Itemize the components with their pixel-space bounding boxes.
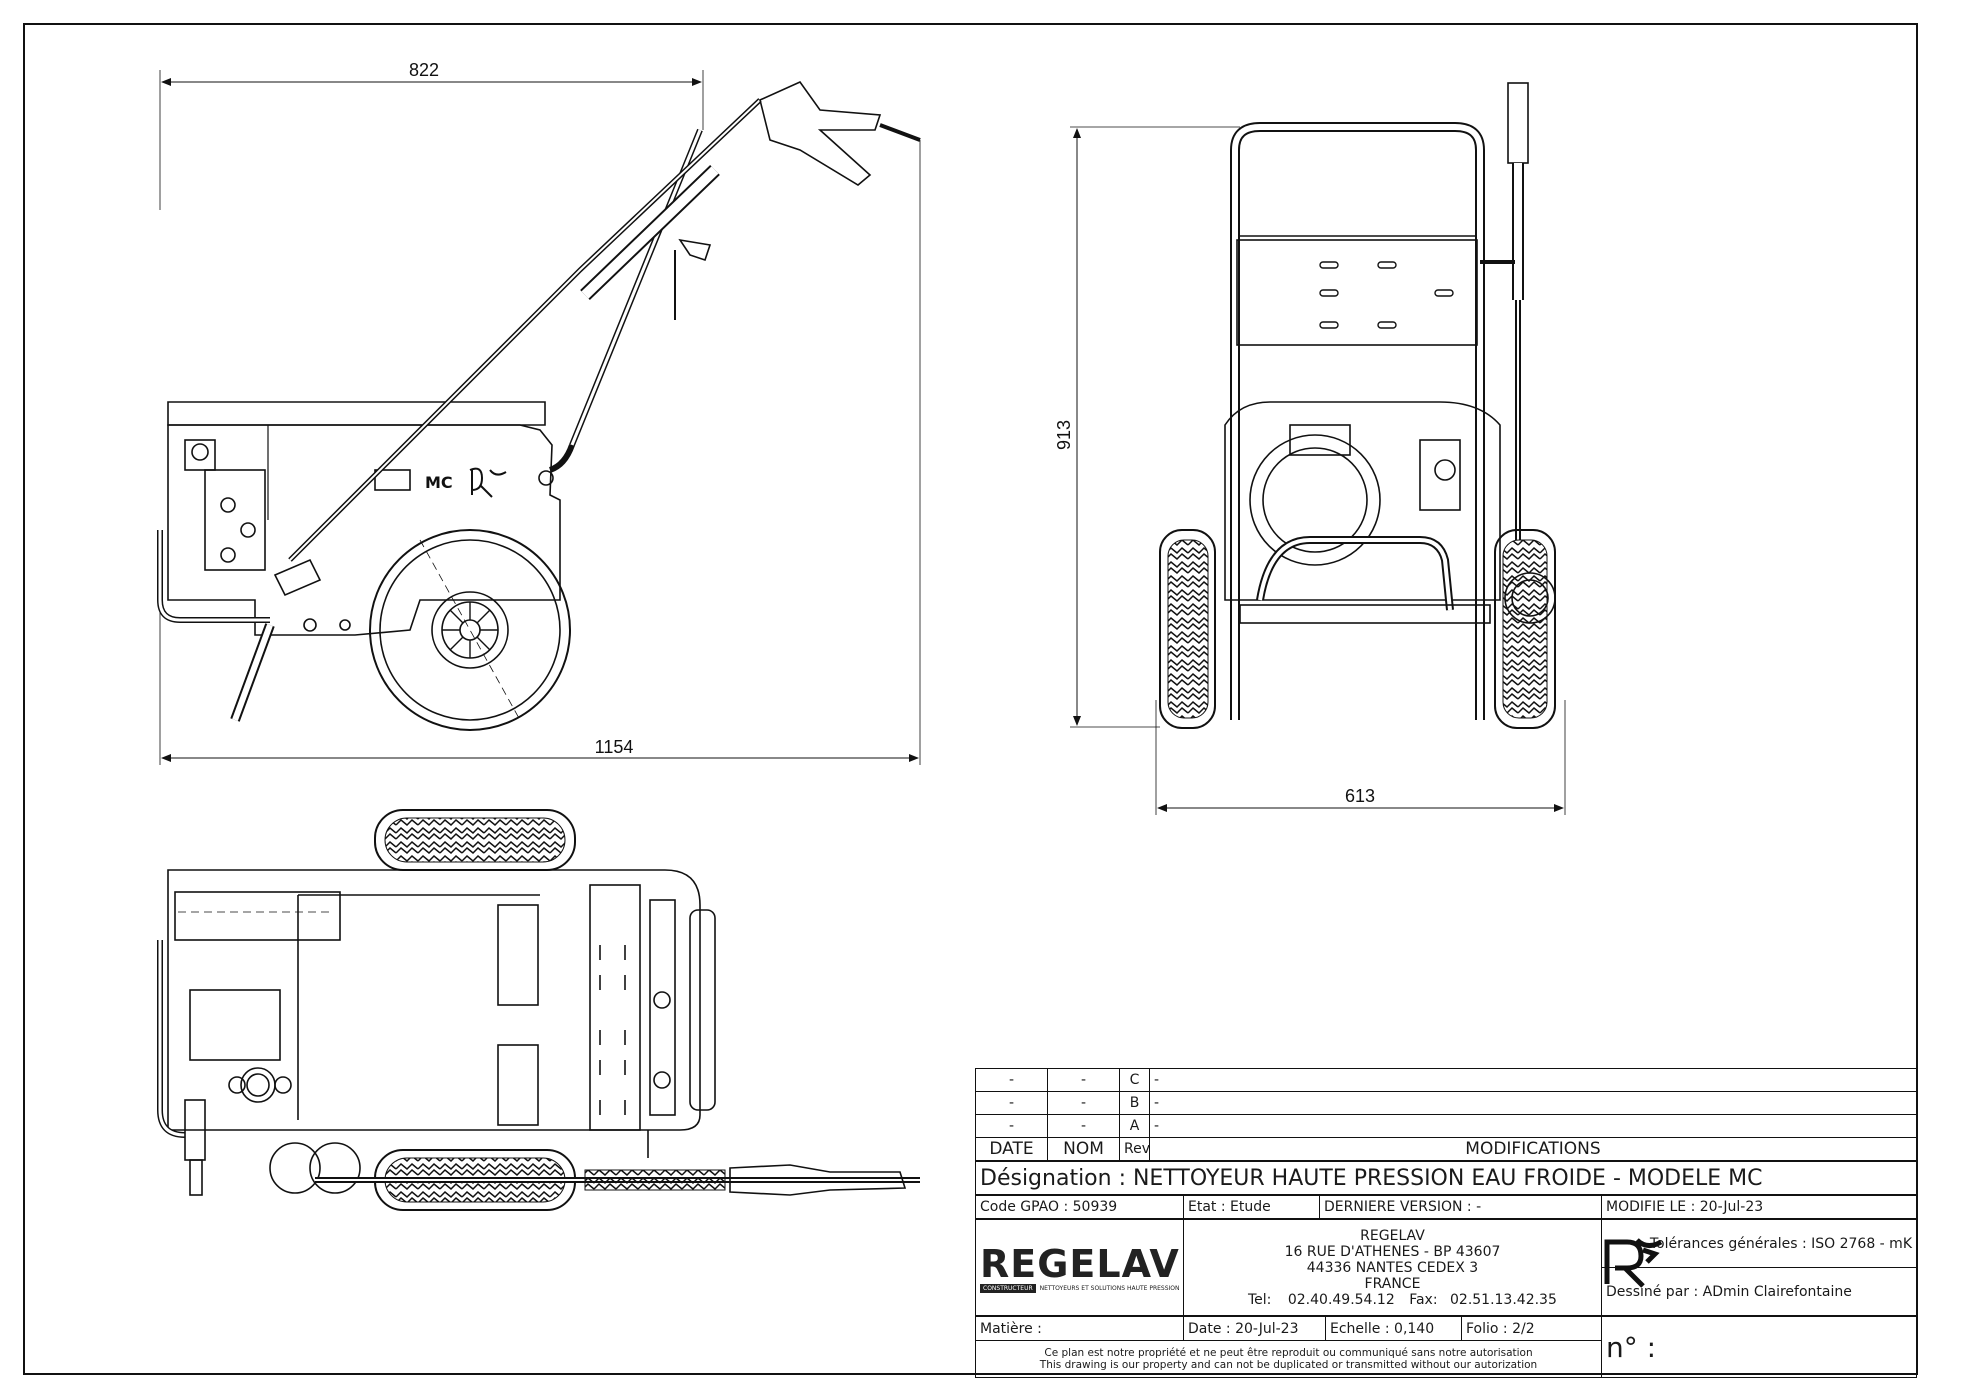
company-city: 44336 NANTES CEDEX 3 bbox=[1306, 1259, 1479, 1276]
revision-row: - - C - bbox=[975, 1068, 1917, 1092]
modifie-le: MODIFIE LE : 20-Jul-23 bbox=[1601, 1195, 1917, 1219]
revision-header: DATE NOM Rev MODIFICATIONS bbox=[975, 1137, 1917, 1161]
designation: Désignation : NETTOYEUR HAUTE PRESSION E… bbox=[975, 1161, 1917, 1195]
dim-613-label: 613 bbox=[1345, 786, 1375, 806]
date: Date : 20-Jul-23 bbox=[1183, 1315, 1326, 1342]
fax-number: 02.51.13.42.35 bbox=[1450, 1291, 1557, 1308]
dessine-par: Dessiné par : ADmin Clairefontaine bbox=[1601, 1267, 1917, 1316]
model-label: MC bbox=[425, 473, 453, 492]
derniere-version: DERNIERE VERSION : - bbox=[1319, 1195, 1602, 1219]
top-view bbox=[157, 809, 920, 1211]
title-block: - - C - - - B - - - A - DATE NOM Rev MOD… bbox=[975, 1068, 1917, 1378]
company-name: REGELAV bbox=[1360, 1227, 1425, 1244]
logo-text: REGELAV bbox=[980, 1242, 1180, 1286]
rev-date: - bbox=[975, 1091, 1048, 1115]
side-view: MC bbox=[157, 70, 921, 765]
code-gpao: Code GPAO : 50939 bbox=[975, 1195, 1184, 1219]
legal-notice: Ce plan est notre propriété et ne peut ê… bbox=[975, 1340, 1602, 1378]
dim-822-label: 822 bbox=[409, 60, 439, 80]
rev-date: - bbox=[975, 1114, 1048, 1138]
dim-913-label: 913 bbox=[1054, 420, 1074, 450]
rev-letter: B bbox=[1119, 1091, 1150, 1115]
notice-fr: Ce plan est notre propriété et ne peut ê… bbox=[1044, 1347, 1533, 1360]
revision-row: - - B - bbox=[975, 1091, 1917, 1115]
regelav-emblem-icon bbox=[1604, 1238, 1663, 1288]
company-street: 16 RUE D'ATHENES - BP 43607 bbox=[1284, 1243, 1501, 1260]
rev-letter: C bbox=[1119, 1068, 1150, 1092]
rev-desc: - bbox=[1149, 1114, 1917, 1138]
rev-desc: - bbox=[1149, 1068, 1917, 1092]
rev-letter: A bbox=[1119, 1114, 1150, 1138]
numero: n° : bbox=[1601, 1316, 1917, 1378]
rev-desc: - bbox=[1149, 1091, 1917, 1115]
echelle: Echelle : 0,140 bbox=[1325, 1315, 1462, 1342]
logo-badge: CONSTRUCTEUR bbox=[980, 1284, 1036, 1293]
rev-nom: - bbox=[1047, 1068, 1120, 1092]
front-view bbox=[1070, 82, 1566, 815]
header-nom: NOM bbox=[1047, 1137, 1120, 1161]
header-rev: Rev bbox=[1119, 1137, 1150, 1161]
rev-nom: - bbox=[1047, 1091, 1120, 1115]
company-logo: REGELAV CONSTRUCTEUR NETTOYEURS ET SOLUT… bbox=[975, 1219, 1184, 1316]
folio: Folio : 2/2 bbox=[1461, 1315, 1602, 1342]
revision-row: - - A - bbox=[975, 1114, 1917, 1138]
header-date: DATE bbox=[975, 1137, 1048, 1161]
fax-label: Fax: bbox=[1409, 1291, 1438, 1308]
header-modifications: MODIFICATIONS bbox=[1149, 1137, 1917, 1161]
matiere: Matière : bbox=[975, 1315, 1184, 1342]
rev-nom: - bbox=[1047, 1114, 1120, 1138]
notice-en: This drawing is our property and can not… bbox=[1039, 1359, 1538, 1372]
logo-tagline: NETTOYEURS ET SOLUTIONS HAUTE PRESSION bbox=[1039, 1285, 1180, 1292]
etat: Etat : Etude bbox=[1183, 1195, 1320, 1219]
tel-label: Tel: bbox=[1248, 1291, 1272, 1308]
company-country: FRANCE bbox=[1364, 1275, 1421, 1292]
dim-1154-label: 1154 bbox=[595, 737, 634, 757]
tel-number: 02.40.49.54.12 bbox=[1287, 1291, 1395, 1308]
drawing-frame bbox=[23, 23, 1918, 1375]
company-address: REGELAV 16 RUE D'ATHENES - BP 43607 4433… bbox=[1183, 1219, 1663, 1316]
rev-date: - bbox=[975, 1068, 1048, 1092]
